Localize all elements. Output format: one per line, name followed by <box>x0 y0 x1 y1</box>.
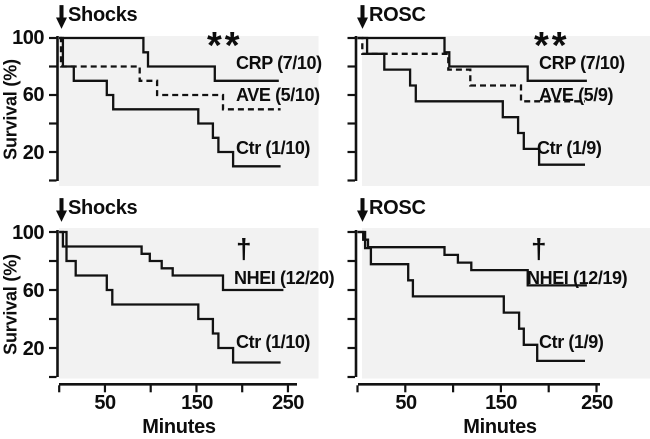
y-tick-label-100: 100 <box>12 222 44 244</box>
panel-header-top-right: ROSC <box>357 4 426 30</box>
down-arrow-icon <box>357 5 368 29</box>
panel-header-top-left: Shocks <box>56 4 138 30</box>
y-tick-label-60: 60 <box>22 280 45 302</box>
down-arrow-icon <box>357 198 368 222</box>
significance-marker: † <box>236 233 252 264</box>
significance-marker: ** <box>207 25 243 67</box>
down-arrow-icon <box>56 198 67 222</box>
panel-header-bottom-left: Shocks <box>56 197 138 223</box>
panel-title: Shocks <box>68 197 138 219</box>
curve-label-nhei: NHEI (12/19) <box>527 268 628 288</box>
y-tick-label-20: 20 <box>22 338 45 360</box>
x-tick-label-150: 150 <box>181 392 213 414</box>
curve-label-ctr: Ctr (1/9) <box>539 332 604 352</box>
curve-label-nhei: NHEI (12/20) <box>234 268 335 288</box>
curve-label-crp: CRP (7/10) <box>539 53 625 73</box>
panel-title: ROSC <box>369 4 426 26</box>
significance-marker: † <box>531 233 547 264</box>
curve-label-crp: CRP (7/10) <box>236 53 322 73</box>
curve-label-ave: AVE (5/9) <box>539 85 614 105</box>
down-arrow-icon <box>56 5 67 29</box>
x-tick-label-250: 250 <box>272 392 304 414</box>
y-tick-label-100: 100 <box>12 27 44 49</box>
x-tick-label-250: 250 <box>581 392 613 414</box>
curve-label-ctr: Ctr (1/10) <box>236 332 311 352</box>
curve-label-ctr: Ctr (1/10) <box>236 138 311 158</box>
significance-marker: ** <box>534 25 570 67</box>
curve-label-ctr: Ctr (1/9) <box>537 138 602 158</box>
x-tick-label-150: 150 <box>485 392 517 414</box>
y-tick-label-60: 60 <box>22 84 45 106</box>
panel-title: Shocks <box>68 4 138 26</box>
panel-title: ROSC <box>369 197 426 219</box>
x-tick-label-50: 50 <box>94 392 116 414</box>
x-tick-label-50: 50 <box>395 392 417 414</box>
curve-label-ave: AVE (5/10) <box>236 85 320 105</box>
panel-header-bottom-right: ROSC <box>357 197 426 223</box>
x-axis-title-right: Minutes <box>463 416 537 438</box>
y-tick-label-20: 20 <box>22 142 45 164</box>
x-axis-title-left: Minutes <box>142 416 216 438</box>
